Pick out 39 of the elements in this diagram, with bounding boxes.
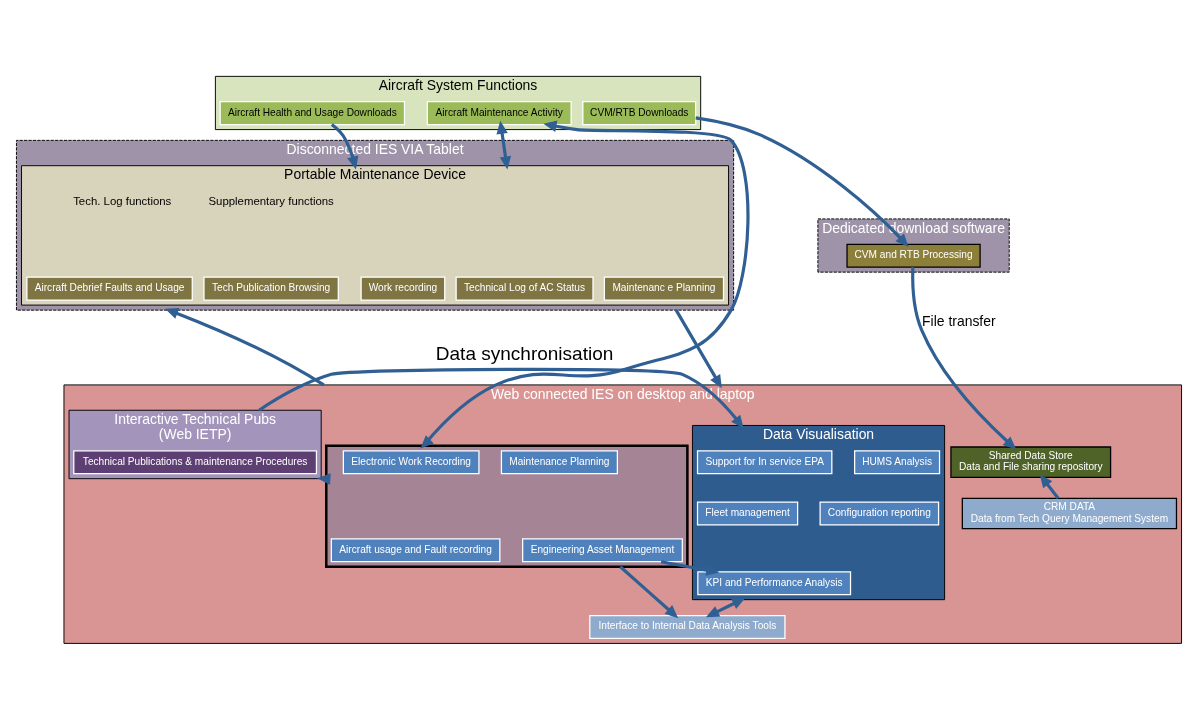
node-box: Configuration reporting — [819, 501, 940, 526]
arrow — [1039, 473, 1060, 499]
label: Supplementary functions — [208, 194, 334, 207]
arrow — [660, 559, 720, 576]
arrow — [258, 367, 744, 429]
arrow — [705, 597, 746, 617]
arrow — [695, 115, 909, 247]
node-box: Technical Log of AC Status — [455, 276, 594, 301]
arrow — [317, 472, 331, 485]
arrow — [165, 307, 325, 386]
label: Tech. Log functions — [73, 194, 172, 207]
node-box: Aircraft Maintenance Activity — [426, 100, 572, 125]
arrow — [619, 565, 679, 618]
node-box: Aircraft Health and Usage Downloads — [219, 100, 406, 125]
node-box: HUMS Analysis — [854, 449, 941, 474]
node-box: CVM and RTB Processing — [846, 243, 981, 268]
arrow — [496, 120, 512, 170]
arrow — [911, 266, 1017, 450]
node-box: Support for In service EPA — [696, 449, 833, 474]
node-box: Tech Publication Browsing — [203, 276, 339, 301]
node-box: Electronic Work Recording — [342, 449, 480, 474]
node-box: CRM DATA Data from Tech Query Management System — [961, 497, 1178, 529]
node-box: Aircraft Debrief Faults and Usage — [26, 276, 193, 301]
arrow — [674, 308, 722, 388]
node-box: Aircraft usage and Fault recording — [330, 537, 501, 562]
node-box: Maintenance Planning — [500, 449, 618, 474]
node-box: KPI and Performance Analysis — [697, 570, 852, 595]
node-box: CVM/RTB Downloads — [582, 100, 697, 125]
node-box: Fleet management — [696, 501, 799, 526]
cluster — [325, 443, 689, 568]
arrow — [420, 120, 750, 448]
node-box: Engineering Asset Management — [522, 537, 683, 562]
node-box: Interface to Internal Data Analysis Tools — [589, 614, 786, 639]
node-box: Maintenanc e Planning — [603, 276, 725, 301]
node-box: Technical Publications & maintenance Procedures — [73, 449, 318, 474]
label: Data synchronisation — [435, 342, 614, 364]
edge-label: File transfer — [922, 312, 996, 329]
node-box: Work recording — [360, 276, 446, 301]
node-box: Shared Data Store Data and File sharing repository — [950, 445, 1112, 478]
